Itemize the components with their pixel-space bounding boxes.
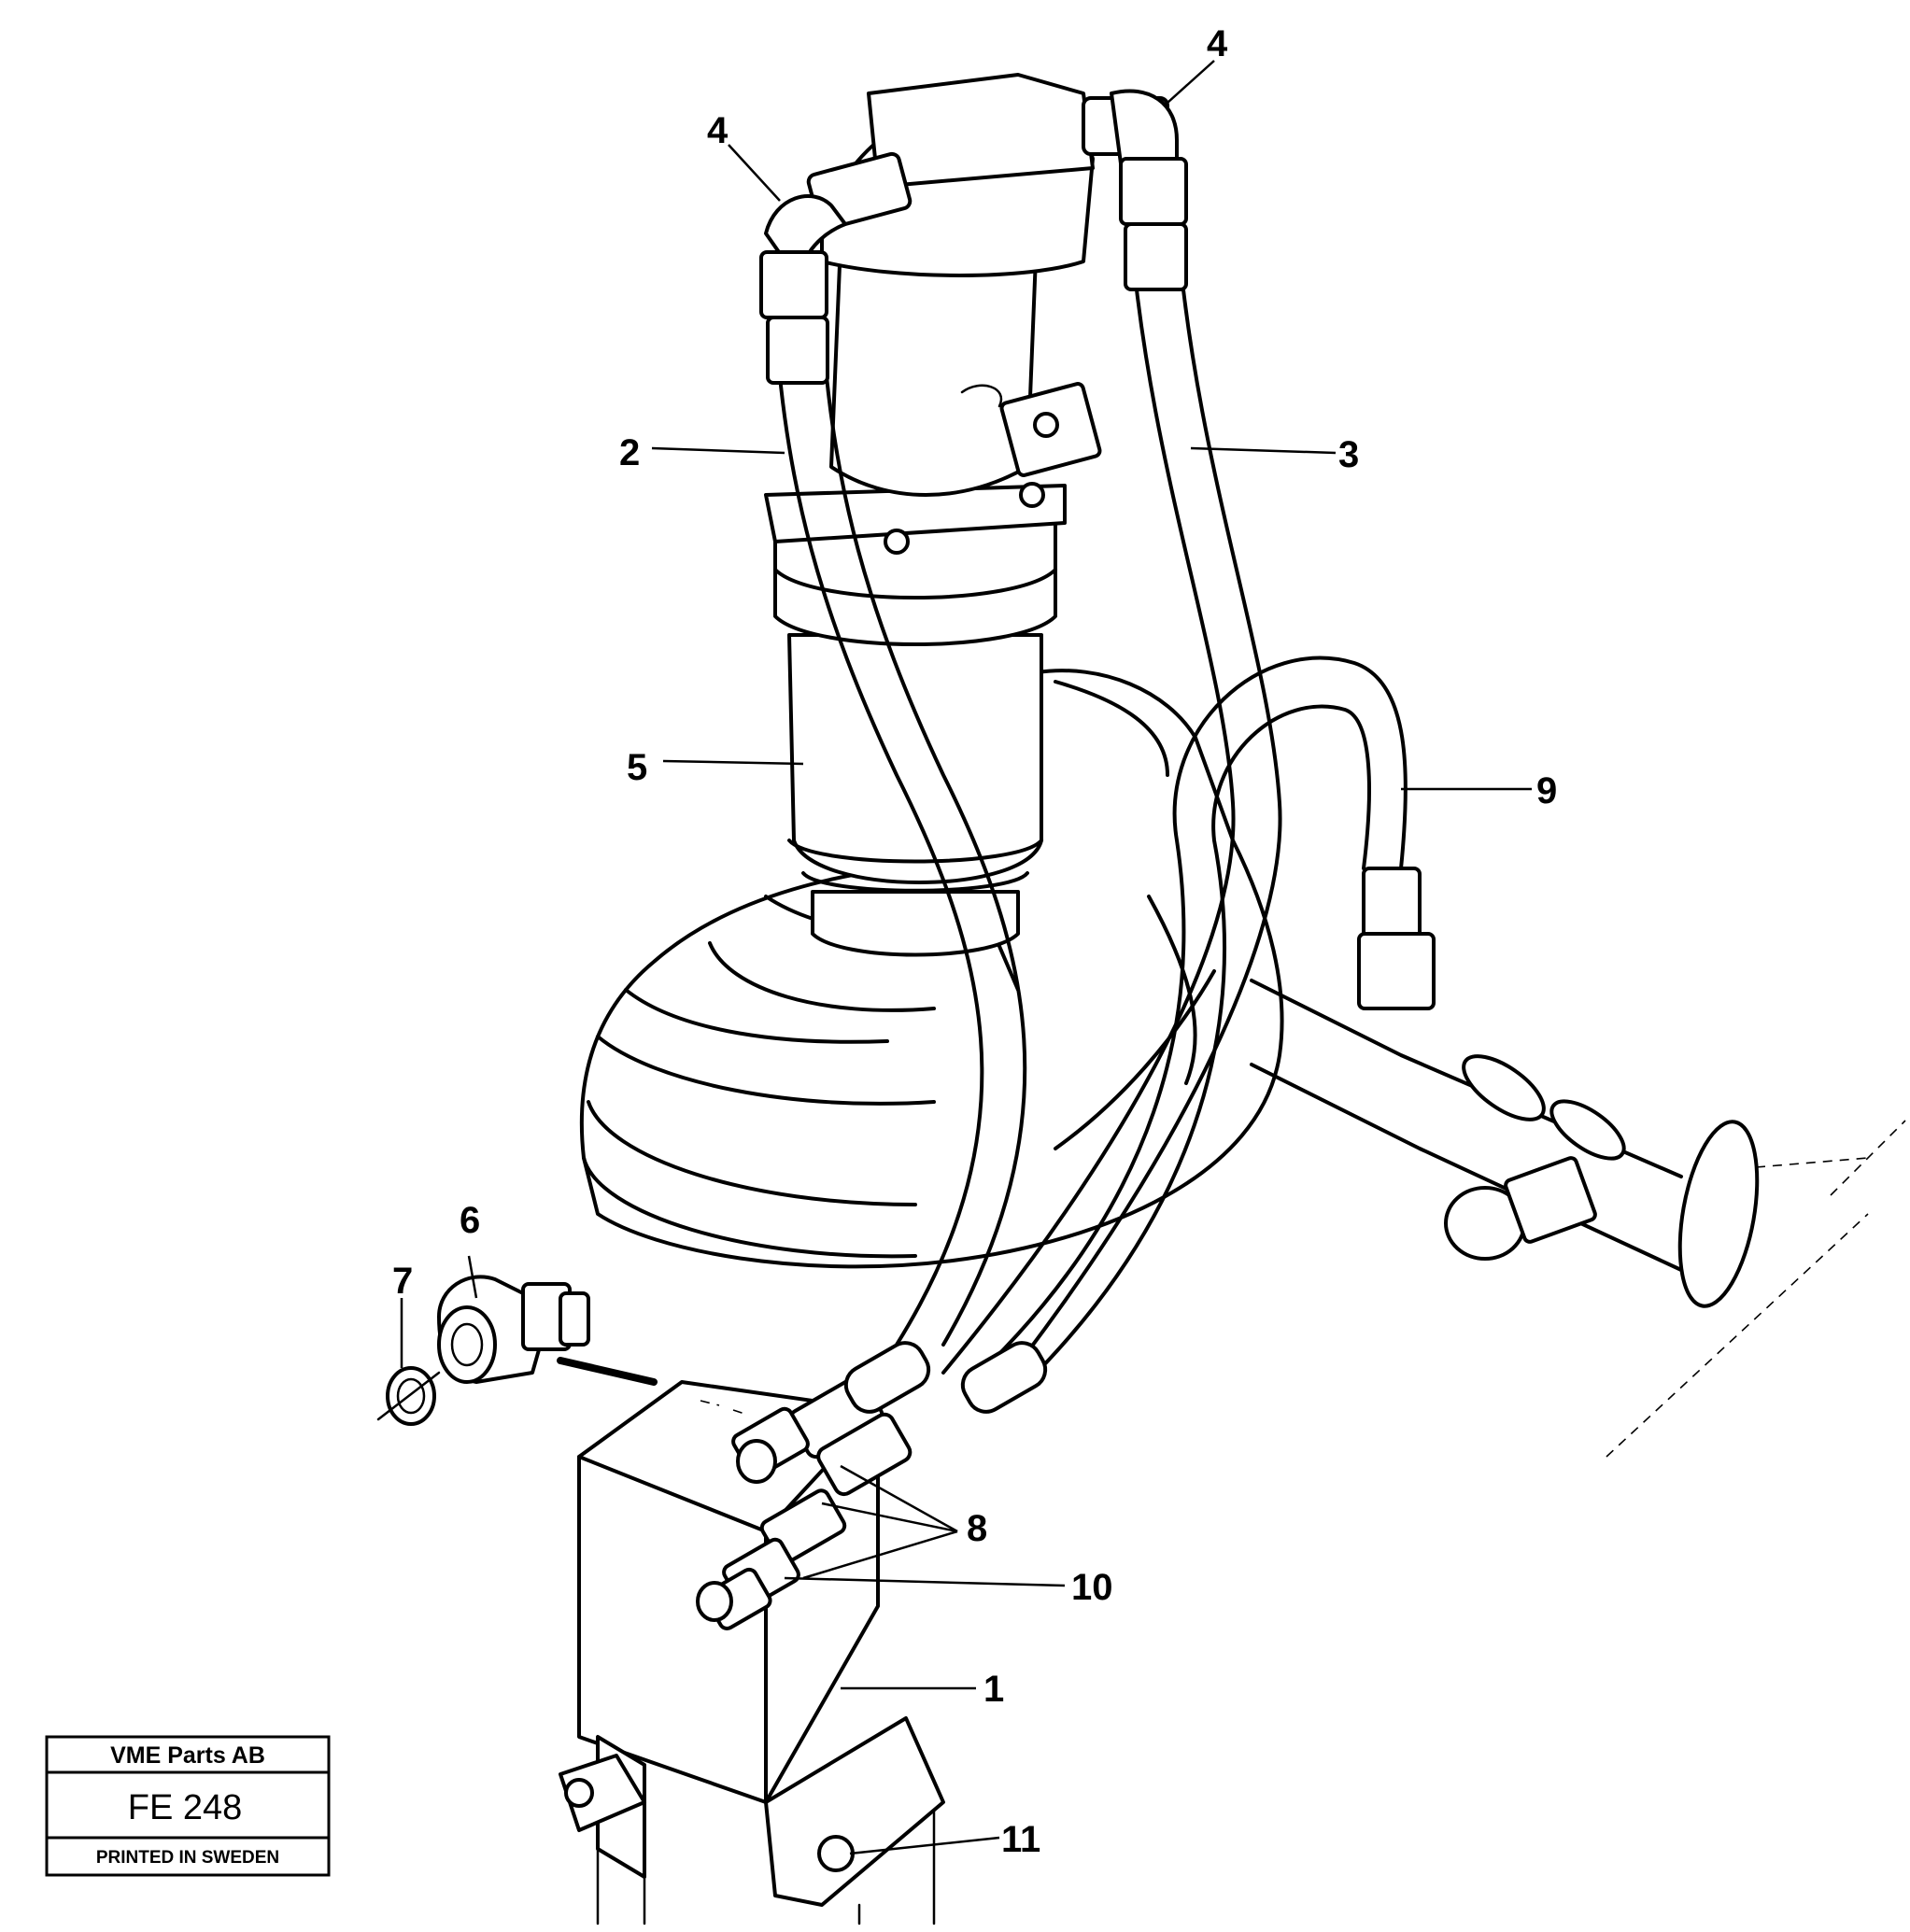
stamp-printed: PRINTED IN SWEDEN [96, 1848, 279, 1868]
callout-2: 2 [619, 432, 640, 473]
filter-tower [764, 73, 1102, 957]
hose-3 [941, 222, 1282, 1403]
insertion-arrow-line [557, 1357, 658, 1386]
base-housing [579, 669, 1284, 1269]
elbow-fitting-right [1082, 89, 1188, 226]
callout-6: 6 [460, 1200, 480, 1241]
callout-1: 1 [983, 1669, 1004, 1710]
hose-9 [988, 656, 1436, 1384]
stamp-code: FE 248 [128, 1788, 243, 1827]
elbow-fitting-left [759, 151, 913, 319]
seal-ring-7 [376, 1366, 441, 1426]
callout-3: 3 [1338, 434, 1359, 475]
callout-4-right: 4 [1207, 23, 1228, 64]
side-pipe [1250, 979, 1906, 1458]
callout-4-left: 4 [707, 110, 729, 151]
stamp-box: VME Parts AB FE 248 PRINTED IN SWEDEN [45, 1735, 331, 1877]
stamp-company: VME Parts AB [110, 1742, 265, 1769]
callout-9: 9 [1536, 770, 1557, 811]
callout-8: 8 [967, 1508, 987, 1549]
hose-nipples [696, 1341, 1048, 1630]
callout-5: 5 [627, 747, 647, 788]
leader-lines [400, 60, 1532, 1855]
adapter-6 [437, 1275, 590, 1384]
callout-7: 7 [392, 1261, 413, 1302]
hose-2 [766, 316, 1027, 1347]
callout-11: 11 [1001, 1819, 1040, 1860]
callout-10: 10 [1071, 1567, 1113, 1608]
